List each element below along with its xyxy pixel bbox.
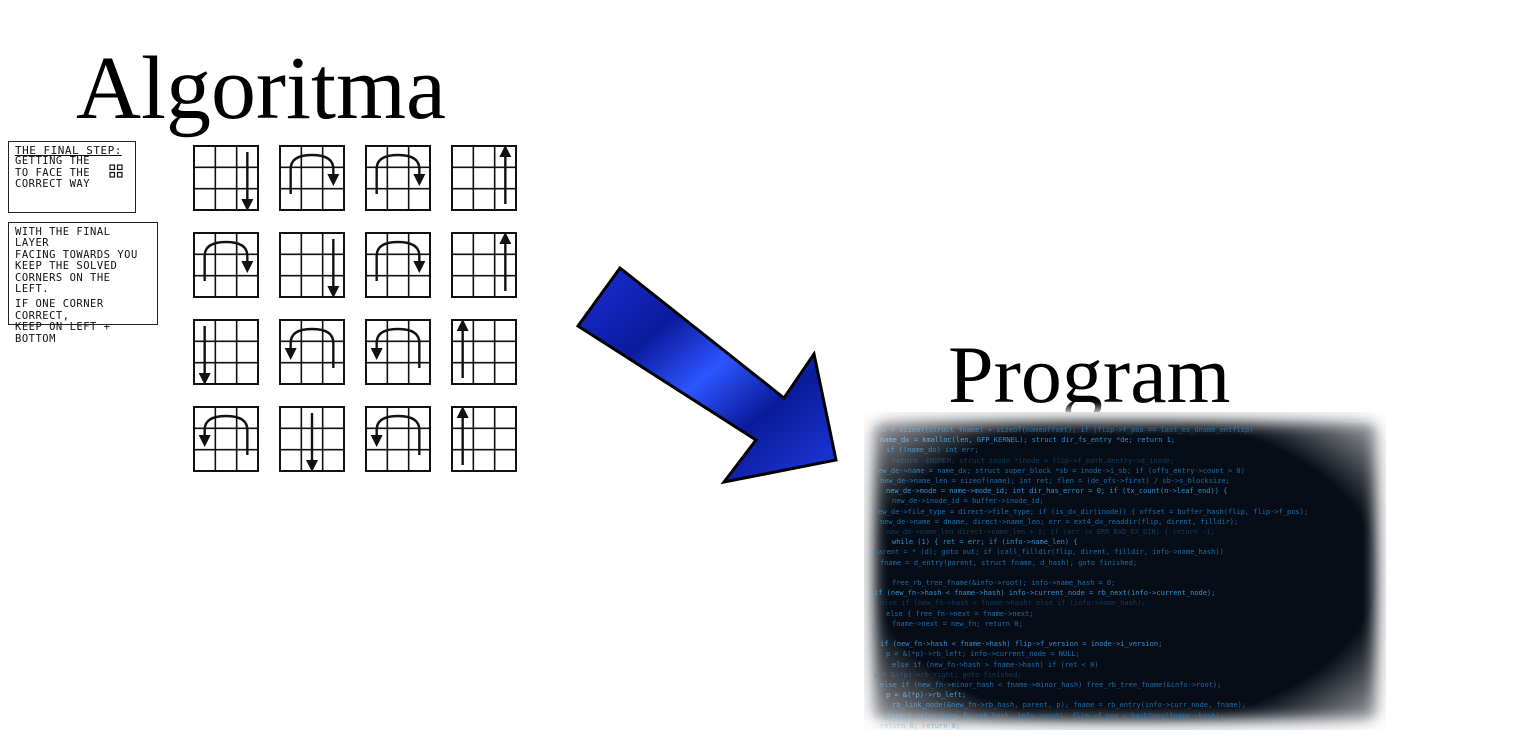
- code-line: return -ENOMEM; struct inode *inode = fl…: [892, 456, 1175, 465]
- instructions-note: WITH THE FINAL LAYER FACING TOWARDS YOU …: [8, 222, 158, 344]
- code-line: return 0; return 0;: [880, 721, 961, 730]
- four-squares-icon: [109, 164, 123, 178]
- program-code-image: DWK.ME len = sizeof(struct fname) + size…: [864, 412, 1386, 730]
- final-step-heading: THE FINAL STEP:: [15, 144, 122, 157]
- algorithm-title: Algoritma: [76, 39, 446, 138]
- arc-left-icon: [370, 414, 421, 455]
- code-line: name_dx = kmalloc(len, GFP_KERNEL); stru…: [880, 436, 1176, 445]
- instruction-line: IF ONE CORNER CORRECT,: [15, 298, 104, 322]
- code-line: else if (new_fn->minor_hash < fname->min…: [880, 681, 1222, 689]
- cube-diagram: [365, 232, 431, 298]
- arc-left-icon: [284, 327, 335, 368]
- code-line: parent = * (d); goto out; if (call_filld…: [874, 548, 1224, 557]
- cube-diagram: [193, 232, 259, 298]
- final-step-note: THE FINAL STEP: GETTING THE TO FACE THE …: [8, 141, 136, 213]
- cube-diagram: [451, 406, 517, 472]
- arc-left-icon: [198, 414, 249, 455]
- code-line: else if (new_fn->hash > fname->hash) if …: [892, 660, 1099, 669]
- instruction-line: WITH THE FINAL LAYER: [15, 226, 111, 250]
- code-line: new_de->file_type = direct->file_type; i…: [874, 507, 1309, 516]
- cube-diagram: [279, 232, 345, 298]
- arc-right-icon: [375, 240, 426, 281]
- cube-diagram: [451, 232, 517, 298]
- code-line: if (!name_dx) int err;: [886, 446, 979, 455]
- arc-right-icon: [289, 153, 340, 194]
- instruction-line: KEEP THE SOLVED: [15, 260, 118, 273]
- code-line: free_rb_tree_fname(&info->root); info->n…: [892, 579, 1116, 587]
- code-line: else { free_fn->next = fname->next;: [886, 609, 1034, 618]
- cube-diagram: [365, 406, 431, 472]
- code-line: new_de->name_len = sizeof(name); int ret…: [880, 477, 1230, 485]
- cube-diagram: [193, 319, 259, 385]
- algorithm-diagram-grid: [193, 145, 517, 472]
- code-line: while (1) { ret = err; if (info->name_le…: [892, 538, 1078, 547]
- code-line: p = &(*p)->rb_left; info->current_node =…: [886, 650, 1080, 659]
- code-line: }: [874, 630, 879, 638]
- code-line: new_de->name = name_dx; struct super_blo…: [874, 466, 1245, 475]
- instruction-line: LEFT.: [15, 283, 50, 296]
- arc-right-icon: [203, 240, 254, 281]
- watermark: DWK.ME: [1344, 418, 1370, 425]
- cube-diagram: [365, 319, 431, 385]
- code-line: new_de->name_len direct->name_len + 1; i…: [886, 528, 1215, 536]
- instruction-line: CORNERS ON THE: [15, 271, 111, 284]
- code-line: new_de->name = dname, direct->name_len; …: [880, 517, 1239, 526]
- arc-right-icon: [375, 153, 426, 194]
- cube-diagram: [451, 145, 517, 211]
- code-line: if (new_fn->hash < fname->hash) info->cu…: [874, 589, 1216, 598]
- code-line: len = sizeof(struct fname) + sizeof(name…: [874, 426, 1254, 434]
- cube-diagram: [279, 319, 345, 385]
- code-line: p = &(*p)->rb_left;: [886, 691, 967, 700]
- cube-diagram: [451, 319, 517, 385]
- cube-diagram: [365, 145, 431, 211]
- code-line: fname = d_entry(parent, struct fname, d_…: [880, 558, 1138, 567]
- final-step-line: CORRECT WAY: [15, 178, 91, 191]
- final-step-line: GETTING THE: [15, 155, 91, 168]
- instruction-line: FACING TOWARDS YOU: [15, 248, 138, 261]
- cube-diagram: [279, 145, 345, 211]
- code-line: fname->next = new_fn; return 0;: [892, 619, 1023, 628]
- code-line: else if (new_fn->hash > fname->hash) els…: [880, 599, 1146, 608]
- cube-diagram: [193, 406, 259, 472]
- instruction-line: KEEP ON LEFT + BOTTOM: [15, 321, 111, 345]
- blue-arrow-icon: [575, 265, 838, 485]
- code-line: rb_link_node(&new_fn->rb_hash, parent, p…: [892, 701, 1247, 710]
- program-title: Program: [948, 329, 1231, 420]
- arc-left-icon: [370, 327, 421, 368]
- cube-diagram: [193, 145, 259, 211]
- final-step-line: TO FACE THE: [15, 166, 91, 179]
- cube-diagram: [279, 406, 345, 472]
- code-line: p = &(*p)->rb_right; goto finished;: [874, 670, 1022, 679]
- code-line: new_de->inode_id = buffer->inode_id;: [892, 497, 1044, 506]
- code-line: new_de->mode = name->mode_id; int dir_ha…: [886, 487, 1228, 496]
- code-line: rb_insert_color(&new_fn->rb_hash, info->…: [874, 711, 1224, 720]
- code-line: if (new_fn->hash < fname->hash) flip->f_…: [880, 640, 1163, 649]
